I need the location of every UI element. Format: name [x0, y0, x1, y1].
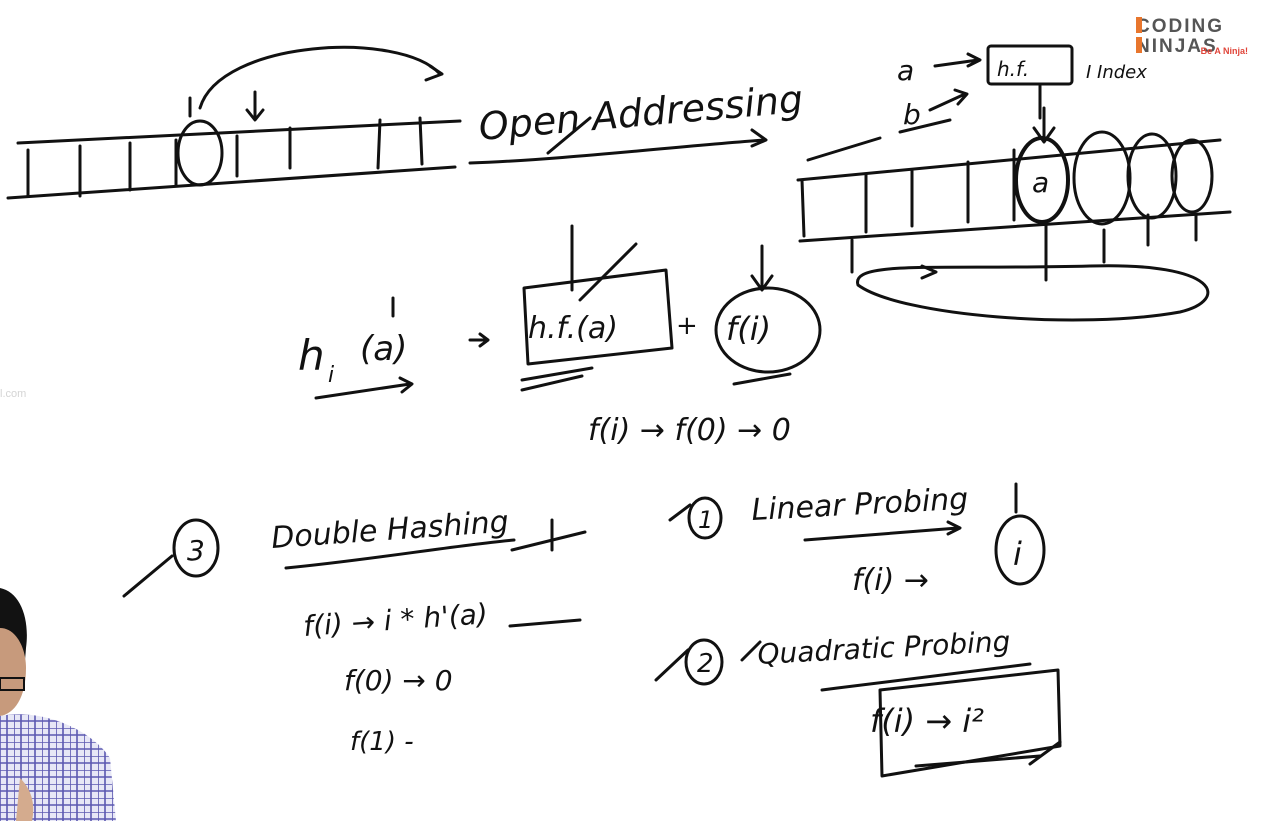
- strategy-1-number: 1: [698, 506, 713, 534]
- strategy-2-number: 2: [697, 649, 714, 679]
- base-case: f(i) → f(0) → 0: [588, 413, 791, 448]
- strategy-2-rule: f(i) → i²: [870, 702, 984, 740]
- strategy-3-step1: f(1) -: [350, 727, 414, 757]
- key-a-label: a: [897, 54, 914, 87]
- formula-lhs-sub: i: [328, 363, 334, 388]
- brand-logo: CODING NINJAS: [1136, 16, 1224, 57]
- hash-term: h.f.(a): [528, 311, 618, 346]
- array-cell-a: a: [1032, 166, 1049, 199]
- logo-line-2: NINJAS: [1136, 36, 1218, 57]
- strategy-3-circle: [172, 518, 220, 578]
- strategy-1-name: Linear Probing: [751, 482, 970, 528]
- left-array-sketch: [6, 45, 462, 200]
- probe-term: f(i): [726, 310, 771, 348]
- strategy-3-number: 3: [187, 534, 205, 567]
- strategy-1-result: i: [1013, 535, 1022, 573]
- open-addressing-heading: Open Addressing: [477, 77, 805, 149]
- result-i-circle: [994, 514, 1046, 586]
- watermark-text: l.com: [0, 388, 27, 400]
- hash-function-label: h.f.: [997, 57, 1029, 81]
- strategy-1-rule: f(i) →: [852, 563, 929, 598]
- strategy-2-circle: [684, 638, 724, 686]
- brand-tagline: Be A Ninja!: [1200, 46, 1248, 56]
- probe-term-circle: [714, 286, 822, 374]
- hash-term-box: [522, 268, 674, 366]
- key-a-arrow: [933, 52, 982, 68]
- presenter-image: [0, 588, 116, 821]
- plus-sign: +: [676, 311, 698, 341]
- formula-lhs-arg: (a): [360, 329, 407, 369]
- hash-function-box: [986, 44, 1074, 86]
- right-array-sketch: [796, 106, 1232, 322]
- heading-underline-arrow: [468, 138, 767, 165]
- index-note: I Index: [1086, 62, 1147, 83]
- strategy-1-circle: [687, 496, 723, 540]
- formula-lhs: h: [298, 331, 325, 380]
- strategy-3-name: Double Hashing: [270, 504, 510, 556]
- strategy-3-step0: f(0) → 0: [344, 664, 453, 697]
- key-b-label: b: [903, 98, 921, 131]
- strategy-3-rule: f(i) → i * h'(a): [302, 597, 489, 643]
- logo-line-1: CODING: [1136, 16, 1224, 37]
- key-b-arrow: [928, 88, 969, 112]
- strategy-2-name: Quadratic Probing: [757, 625, 1011, 671]
- quadratic-box: [878, 668, 1062, 778]
